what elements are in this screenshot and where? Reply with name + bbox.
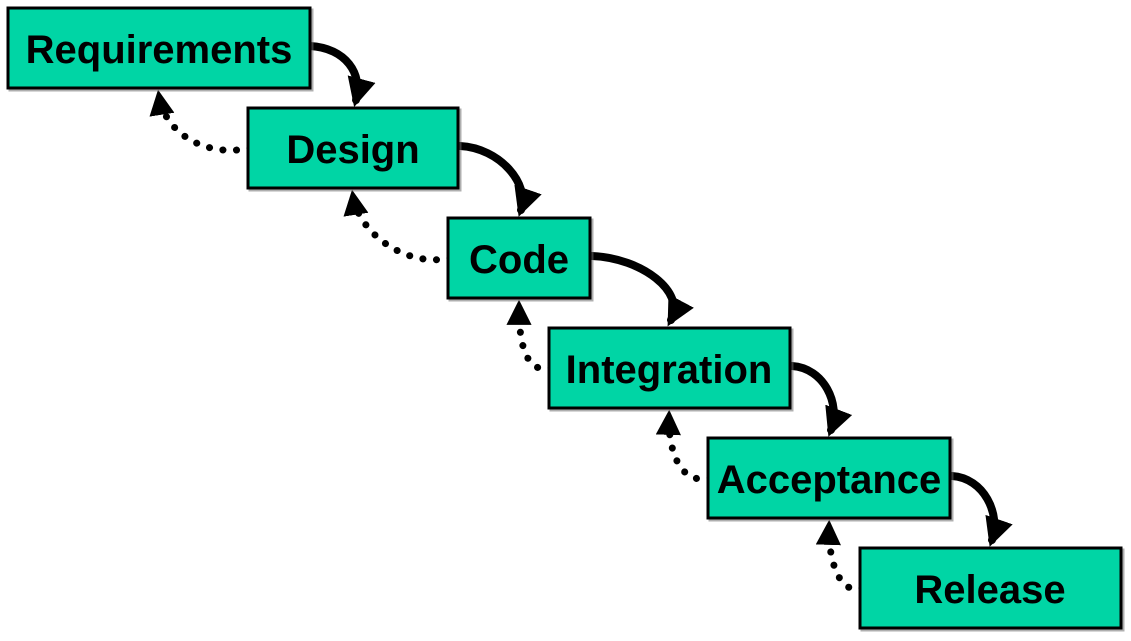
stage-rect-integration <box>547 326 792 410</box>
stage-label-design: Design <box>286 128 419 172</box>
stage-label-release: Release <box>914 568 1065 612</box>
stage-box-release: Release <box>858 546 1123 630</box>
stage-rect-design <box>246 106 460 190</box>
stage-box-acceptance: Acceptance <box>706 436 952 520</box>
stage-rect-code <box>446 216 592 300</box>
stage-rect-acceptance <box>706 436 952 520</box>
stage-label-code: Code <box>469 238 569 282</box>
stage-box-integration: Integration <box>547 326 792 410</box>
feedback-arrow-release-to-acceptance <box>815 519 866 593</box>
stage-rect-requirements <box>6 6 312 90</box>
stage-label-requirements: Requirements <box>26 28 293 72</box>
stage-box-design: Design <box>246 106 460 190</box>
forward-arrow-integration-to-acceptance <box>788 362 853 437</box>
stage-label-acceptance: Acceptance <box>717 458 942 502</box>
forward-arrow-design-to-code <box>456 142 542 217</box>
feedback-arrow-design-to-requirements <box>149 89 254 154</box>
feedback-arrow-code-to-design <box>343 189 454 264</box>
forward-arrow-acceptance-to-release <box>948 472 1013 547</box>
stage-label-integration: Integration <box>566 348 773 392</box>
feedback-arrow-integration-to-code <box>506 299 555 373</box>
forward-arrow-code-to-integration <box>588 252 694 327</box>
stage-box-code: Code <box>446 216 592 300</box>
forward-arrow-requirements-to-design <box>306 42 376 107</box>
feedback-arrow-acceptance-to-integration <box>655 409 714 483</box>
stage-box-requirements: Requirements <box>6 6 312 90</box>
stage-rect-release <box>858 546 1123 630</box>
